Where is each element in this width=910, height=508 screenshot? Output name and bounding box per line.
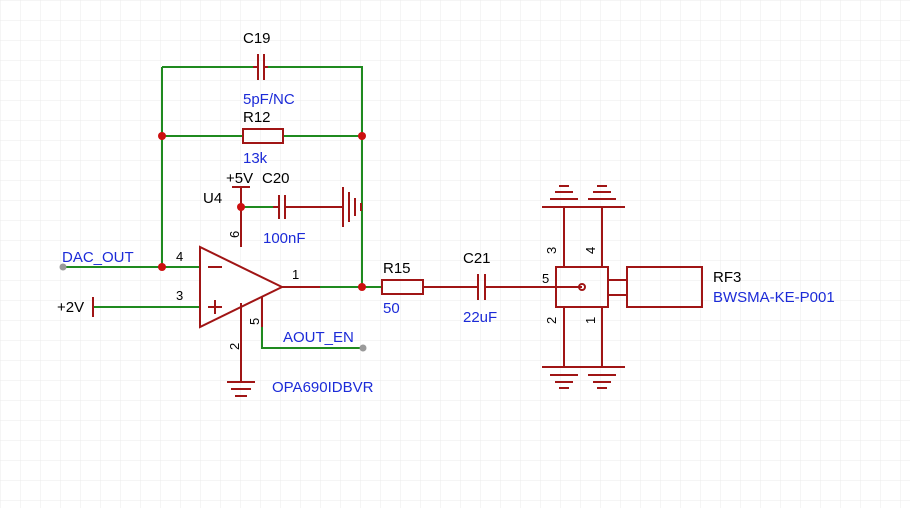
junctions (158, 132, 366, 291)
u4-value: OPA690IDBVR (272, 379, 374, 396)
capacitor-c21[interactable] (477, 274, 582, 300)
rf3-pin-1: 1 (583, 317, 598, 324)
resistor-r15[interactable] (381, 279, 478, 295)
rf3-pin-4: 4 (583, 247, 598, 254)
c20-designator: C20 (262, 170, 290, 187)
wire-aout-en (261, 327, 363, 349)
r15-value: 50 (383, 300, 400, 317)
c19-designator: C19 (243, 30, 271, 47)
c20-value: 100nF (263, 230, 306, 247)
wire-c19-right (268, 66, 363, 287)
u4-pin-5: 5 (247, 318, 262, 325)
u4-pin-3: 3 (176, 288, 183, 303)
supply-5v-symbol (232, 186, 250, 247)
junction-dot (358, 132, 366, 140)
junction-dot (158, 132, 166, 140)
ground-rf3-top (542, 185, 625, 208)
u4-pin-1: 1 (292, 267, 299, 282)
rf3-pin-5: 5 (542, 271, 549, 286)
r12-designator: R12 (243, 109, 271, 126)
net-endpoint-dac-out (59, 263, 67, 271)
net-label-dac-out: DAC_OUT (62, 249, 134, 266)
c19-value: 5pF/NC (243, 91, 295, 108)
u4-pin-2: 2 (227, 343, 242, 350)
junction-dot (158, 263, 166, 271)
rf3-pin-2: 2 (544, 317, 559, 324)
capacitor-c20[interactable] (273, 195, 343, 219)
opamp-u4[interactable] (199, 245, 320, 382)
rf3-designator: RF3 (713, 269, 741, 286)
supply-5v-label: +5V (226, 170, 253, 187)
junction-dot (358, 283, 366, 291)
wires (63, 66, 382, 349)
rf3-pin-3: 3 (544, 247, 559, 254)
ground-rf3-bottom (542, 366, 625, 389)
ground-u4 (227, 381, 255, 397)
net-endpoint-aout-en (359, 344, 367, 352)
ground-c20 (342, 187, 362, 227)
c21-designator: C21 (463, 250, 491, 267)
u4-pin-6: 6 (227, 231, 242, 238)
capacitor-c19[interactable] (253, 54, 268, 80)
rf3-value: BWSMA-KE-P001 (713, 289, 835, 306)
net-label-aout-en: AOUT_EN (283, 329, 354, 346)
resistor-r12[interactable] (242, 128, 284, 144)
c21-value: 22uF (463, 309, 497, 326)
junction-dot (237, 203, 245, 211)
r12-value: 13k (243, 150, 268, 167)
connector-rf3[interactable] (555, 207, 703, 367)
u4-pin-4: 4 (176, 249, 183, 264)
r15-designator: R15 (383, 260, 411, 277)
u4-designator: U4 (203, 190, 222, 207)
net-label-ref-2v: +2V (57, 299, 84, 316)
